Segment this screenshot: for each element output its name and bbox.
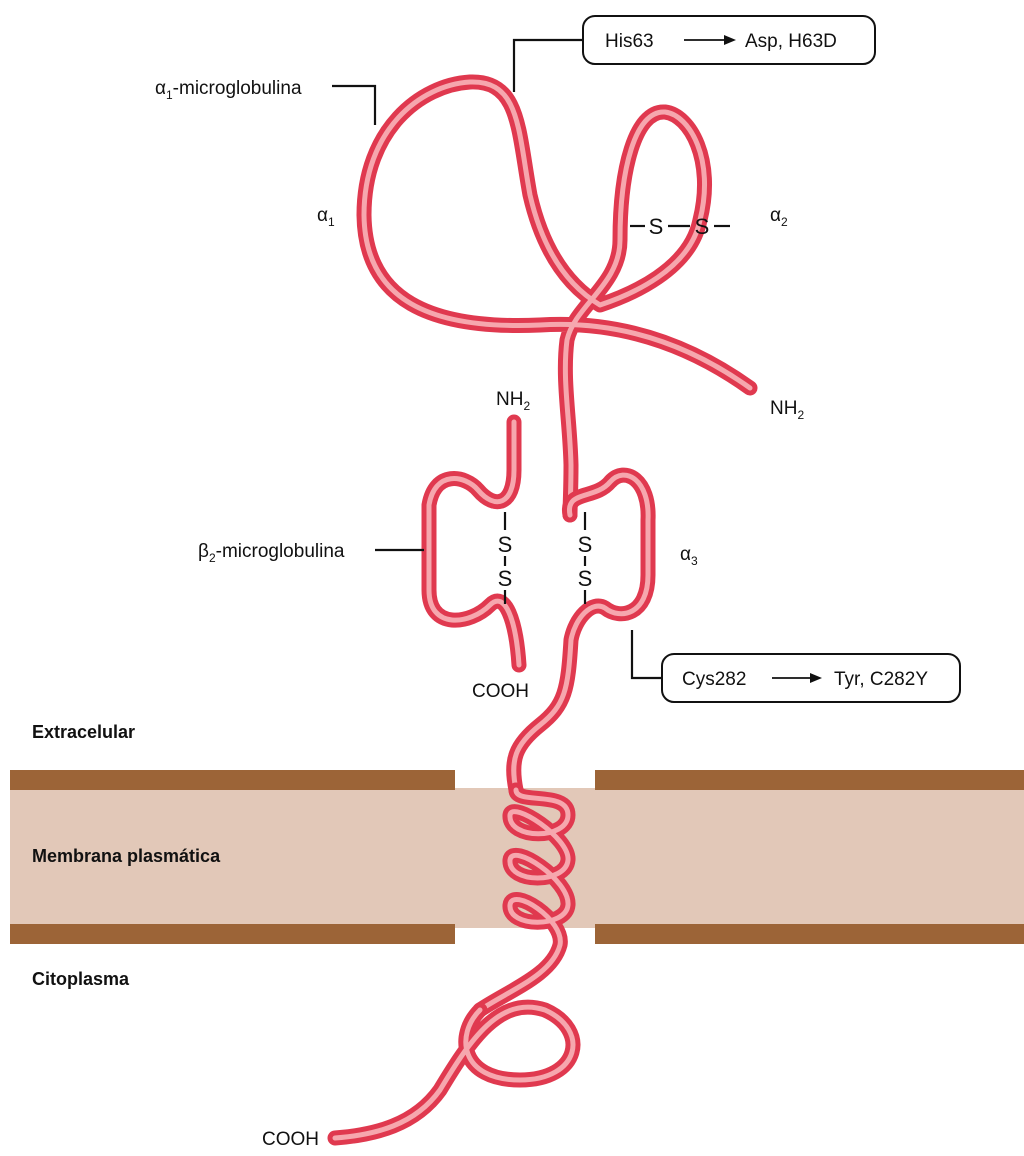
svg-text:NH2: NH2 <box>770 398 804 422</box>
membrane-outer-layer-right <box>595 770 1024 790</box>
label-cooh-beta2: COOH <box>472 681 529 702</box>
leader-c282y <box>632 630 662 678</box>
sulfur-atom-1: S <box>649 214 664 239</box>
mutation-c282y-to: Tyr, C282Y <box>834 669 928 690</box>
label-alpha1-microglobulina: α1-microglobulina <box>155 78 302 102</box>
mutation-box-h63d: His63 Asp, H63D <box>583 16 875 64</box>
disulfide-bond-beta2: S S <box>498 512 513 604</box>
svg-text:β2-microglobulina: β2-microglobulina <box>198 541 345 565</box>
leader-h63d <box>514 40 583 92</box>
membrane-inner-layer-left <box>10 924 455 944</box>
membrane-outer-layer-left <box>10 770 455 790</box>
sulfur-atom-2: S <box>695 214 710 239</box>
label-nh2-heavy-chain: NH2 <box>770 398 804 422</box>
svg-text:α2: α2 <box>770 205 788 229</box>
label-alpha3-domain: α3 <box>680 544 698 568</box>
svg-text:α1-microglobulina: α1-microglobulina <box>155 78 302 102</box>
sulfur-atom-2: S <box>498 566 513 591</box>
region-label-membrana: Membrana plasmática <box>32 846 221 866</box>
mutation-c282y-from: Cys282 <box>682 669 746 690</box>
svg-text:α1: α1 <box>317 205 335 229</box>
sulfur-atom-2: S <box>578 566 593 591</box>
label-nh2-beta2: NH2 <box>496 389 530 413</box>
mutation-h63d-to: Asp, H63D <box>745 31 837 52</box>
membrane-inner-layer-right <box>595 924 1024 944</box>
label-beta2-microglobulina: β2-microglobulina <box>198 541 345 565</box>
label-cooh-tail: COOH <box>262 1129 319 1150</box>
leader-alpha1-microglobulina <box>332 86 375 125</box>
disulfide-bond-alpha2: S S <box>630 214 730 239</box>
disulfide-bond-alpha3: S S <box>578 512 593 604</box>
region-label-citoplasma: Citoplasma <box>32 969 130 989</box>
svg-text:α3: α3 <box>680 544 698 568</box>
svg-text:NH2: NH2 <box>496 389 530 413</box>
region-label-extracelular: Extracelular <box>32 722 135 742</box>
hfe-heavy-chain <box>335 82 750 1138</box>
sulfur-atom-1: S <box>498 532 513 557</box>
label-alpha2-domain: α2 <box>770 205 788 229</box>
sulfur-atom-1: S <box>578 532 593 557</box>
mutation-h63d-from: His63 <box>605 31 654 52</box>
label-alpha1-domain: α1 <box>317 205 335 229</box>
protein-chains <box>335 82 750 1138</box>
mutation-box-c282y: Cys282 Tyr, C282Y <box>662 654 960 702</box>
